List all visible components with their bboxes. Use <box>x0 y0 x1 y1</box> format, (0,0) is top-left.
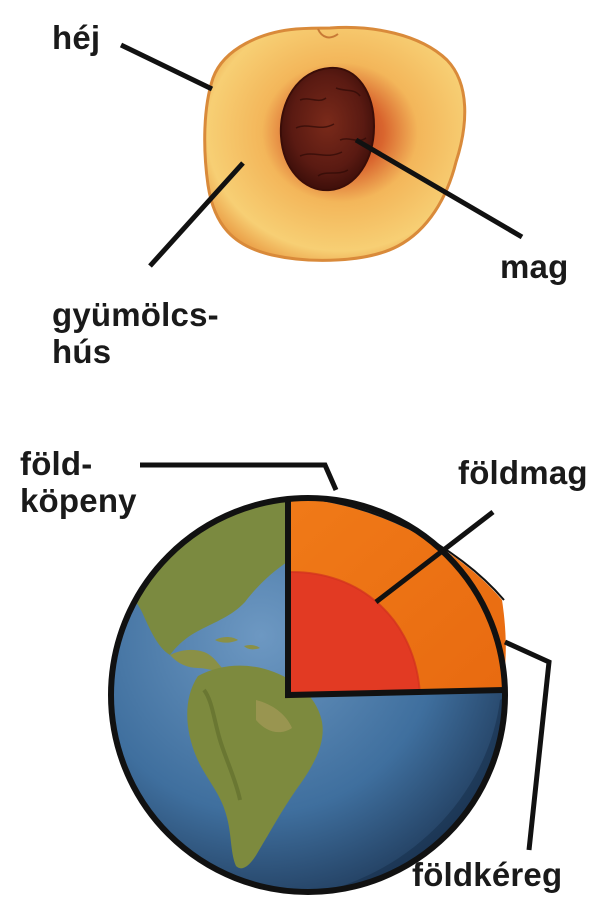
mantle-label-line1: föld- <box>20 445 92 483</box>
skin-leader-line <box>121 45 212 89</box>
core-label: földmag <box>458 454 588 492</box>
earth-illustration <box>111 489 520 900</box>
peach-pit <box>281 68 374 190</box>
flesh-label-line1: gyümölcs- <box>52 296 219 334</box>
crust-label: földkéreg <box>412 856 562 894</box>
flesh-label-line2: hús <box>52 333 111 371</box>
pit-label: mag <box>500 248 568 286</box>
crust-leader-line <box>505 642 549 850</box>
skin-label: héj <box>52 19 100 57</box>
peach-illustration <box>205 27 465 260</box>
mantle-label-line2: köpeny <box>20 482 137 520</box>
mantle-leader-line <box>140 465 336 490</box>
